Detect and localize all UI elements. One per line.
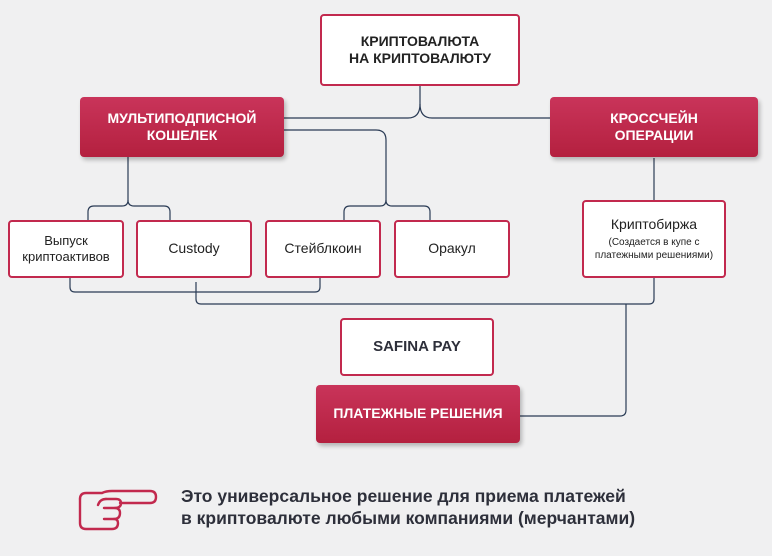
node-stablecoin: Стейблкоин	[265, 220, 381, 278]
footer-line-2: в криптовалюте любыми компаниями (мерчан…	[181, 507, 636, 528]
node-crypto-to-crypto: КРИПТОВАЛЮТА НА КРИПТОВАЛЮТУ	[320, 14, 520, 86]
node-crypto-exchange: Криптобиржа (Создается в купе с платежны…	[582, 200, 726, 278]
node-crypto-exchange-title: Криптобиржа	[610, 215, 698, 232]
node-crypto-exchange-note: (Создается в купе с платежными решениями…	[594, 237, 714, 261]
node-multisig-wallet: МУЛЬТИПОДПИСНОЙ КОШЕЛЕК	[80, 97, 284, 157]
footer-line-1: Это универсальное решение для приема пла…	[181, 486, 626, 506]
node-custody: Custody	[136, 220, 252, 278]
pointing-hand-icon	[76, 487, 160, 538]
node-crosschain-operations: КРОССЧЕЙН ОПЕРАЦИИ	[550, 97, 758, 157]
node-safina-pay: SAFINA PAY	[340, 318, 494, 376]
node-oracle: Оракул	[394, 220, 510, 278]
footer-text: Это универсальное решение для приема пла…	[181, 486, 771, 530]
node-payment-solutions: ПЛАТЕЖНЫЕ РЕШЕНИЯ	[316, 385, 520, 443]
node-crypto-issuance: Выпуск криптоактивов	[8, 220, 124, 278]
